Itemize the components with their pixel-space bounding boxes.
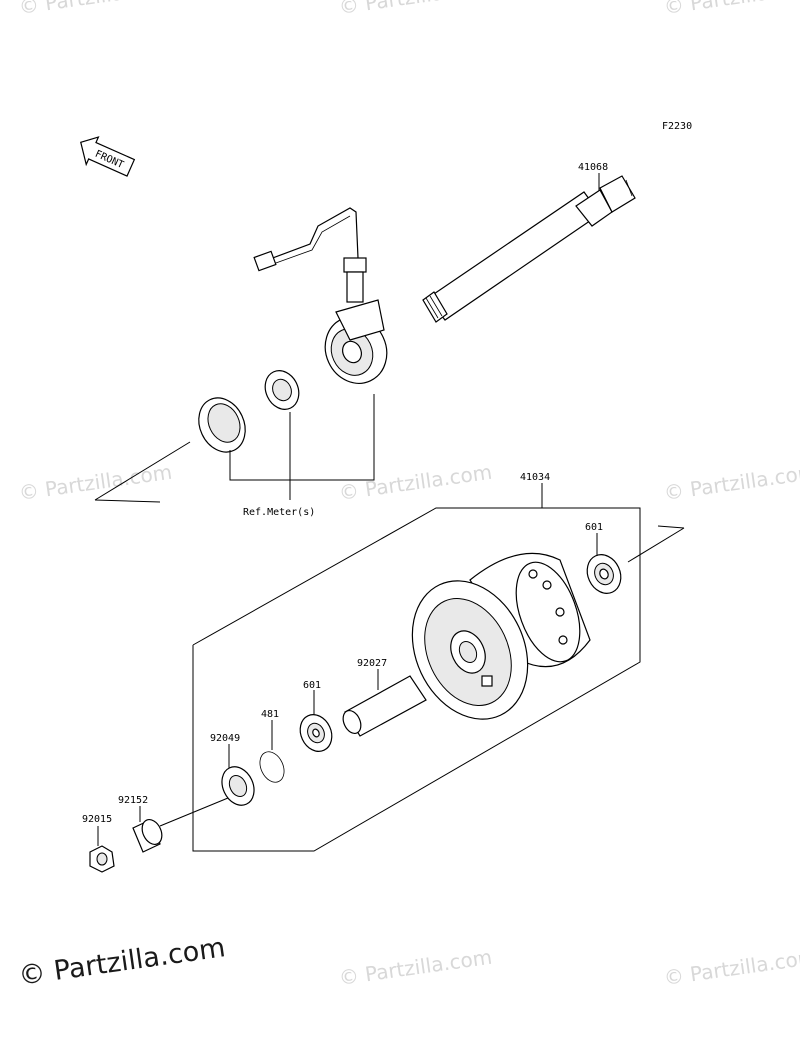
meter-seal	[198, 397, 246, 453]
watermark-text: © Partzilla.com	[662, 460, 800, 505]
watermark-text: © Partzilla.com	[337, 945, 493, 990]
meter-drive-gear	[264, 370, 300, 410]
watermark-text: © Partzilla.com	[662, 0, 800, 19]
seal-92049: 92049	[210, 733, 255, 806]
watermark-text: © Partzilla.com	[337, 460, 493, 505]
meter-cable	[253, 207, 367, 303]
watermark-main: © Partzilla.com	[17, 932, 228, 992]
front-arrow-icon: FRONT	[80, 136, 136, 177]
figure-code: F2230	[662, 121, 692, 132]
nut-92015: 92015	[82, 814, 115, 873]
ref-meter-label: Ref.Meter(s)	[243, 507, 315, 518]
collar-92027: 92027	[342, 658, 427, 737]
part-number-92015: 92015	[82, 814, 112, 825]
meter-gearbox	[324, 299, 388, 384]
part-number-41034: 41034	[520, 472, 550, 483]
part-number-601-left: 601	[303, 680, 321, 691]
part-number-481: 481	[261, 709, 279, 720]
watermark-text: © Partzilla.com	[662, 945, 800, 990]
hub-assembly-outline: 41034	[192, 472, 685, 852]
collar-92152: 92152	[118, 795, 229, 853]
part-number-92027: 92027	[357, 658, 387, 669]
watermark-text: © Partzilla.com	[17, 0, 173, 19]
part-number-92049: 92049	[210, 733, 240, 744]
hub-41034	[411, 552, 591, 720]
part-number-92152: 92152	[118, 795, 148, 806]
watermark-text: © Partzilla.com	[337, 0, 493, 19]
axle-41068: 41068	[422, 162, 636, 323]
part-number-601-right: 601	[585, 522, 603, 533]
bearing-601-right: 601	[585, 522, 622, 594]
watermark-group: © Partzilla.com © Partzilla.com © Partzi…	[17, 0, 800, 992]
ref-meter-bracket: Ref.Meter(s)	[94, 394, 375, 518]
part-number-41068: 41068	[578, 162, 608, 173]
circlip-481: 481	[259, 709, 285, 783]
bearing-601-left: 601	[299, 680, 333, 752]
